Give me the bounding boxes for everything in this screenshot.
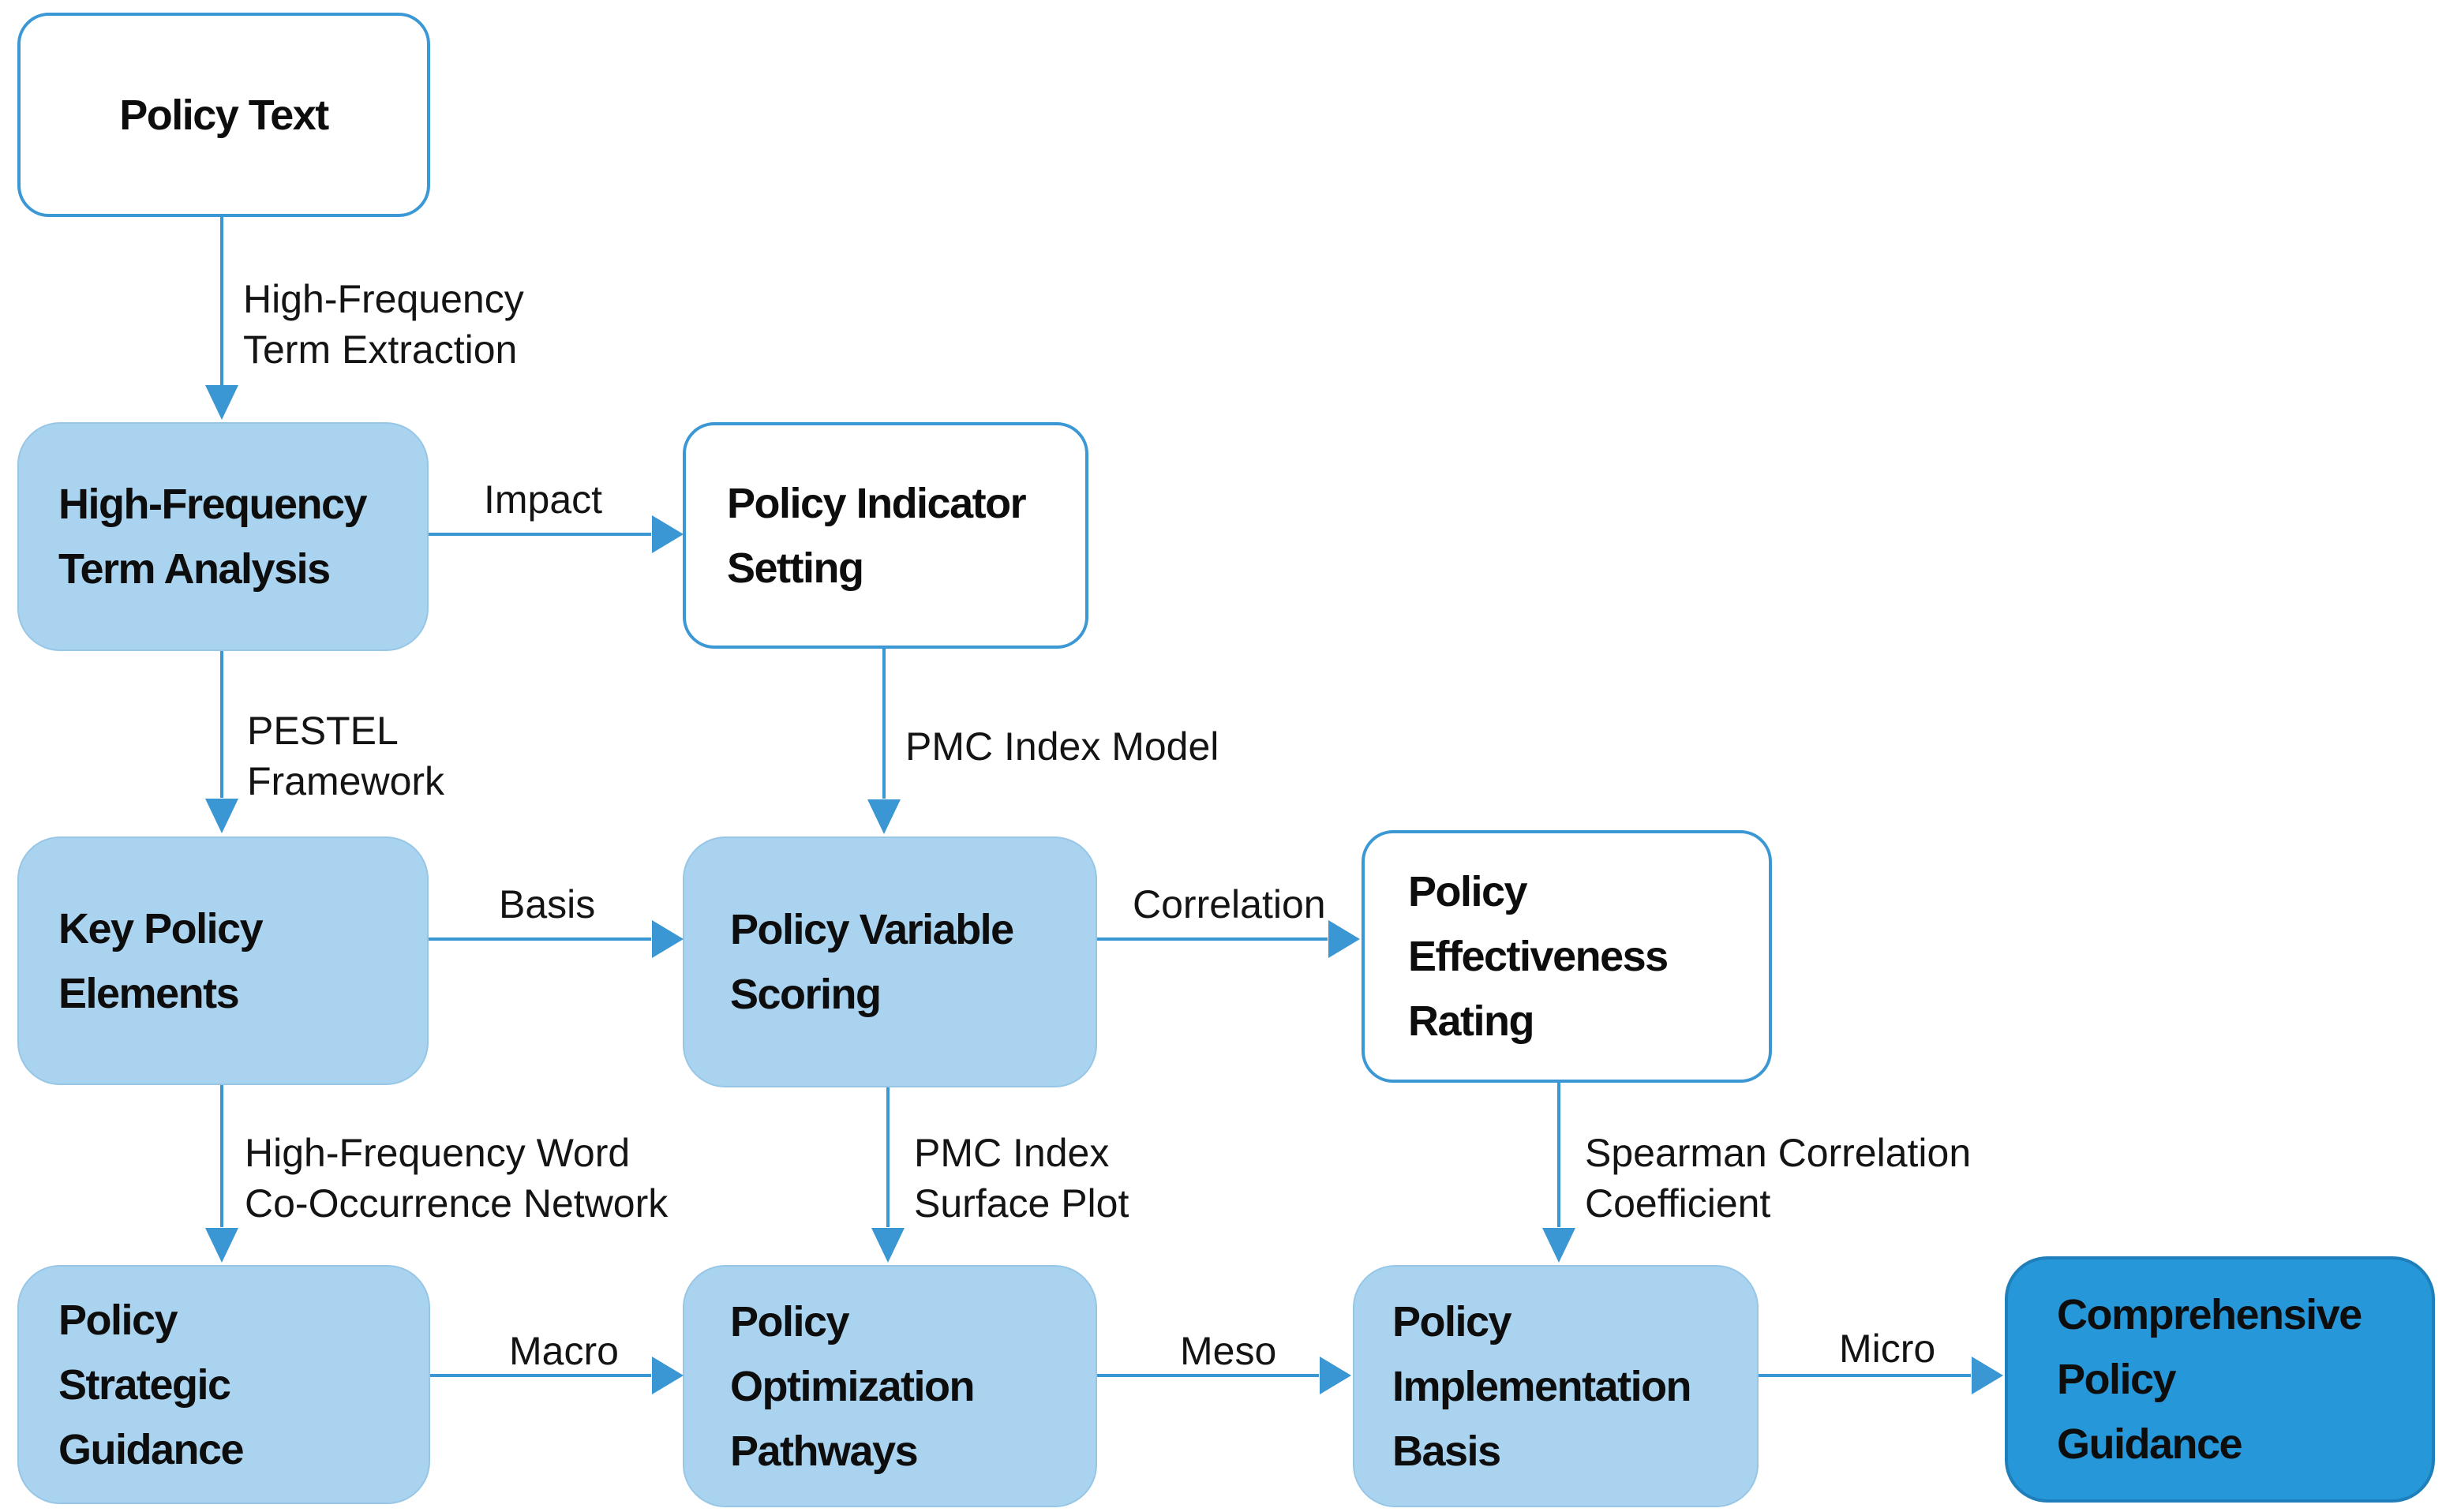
node-comprehensive-guidance: Comprehensive Policy Guidance: [2005, 1256, 2435, 1503]
node-implementation-basis: Policy Implementation Basis: [1353, 1265, 1759, 1507]
edge-keyelements-to-strategicguidance-line: [220, 1085, 223, 1227]
edge-keyelements-to-variablescoring-arrowhead: [652, 920, 684, 958]
edge-effectiveness-to-implementation-arrowhead: [1542, 1228, 1575, 1263]
node-comprehensive-guidance-label: Comprehensive Policy Guidance: [2057, 1291, 2362, 1468]
edge-label-term-extraction: High-Frequency Term Extraction: [243, 277, 524, 372]
edge-label-pestel: PESTEL Framework: [247, 709, 445, 803]
node-term-analysis: High-Frequency Term Analysis: [17, 422, 429, 651]
edge-termanalysis-to-keyelements-arrowhead: [205, 799, 238, 833]
edge-label-impact: Impact: [484, 477, 603, 522]
edge-variablescoring-to-optimization-arrowhead: [871, 1228, 905, 1263]
node-effectiveness-rating: Policy Effectiveness Rating: [1362, 830, 1772, 1083]
edge-implementation-to-comprehensive-line: [1759, 1374, 1971, 1377]
node-strategic-guidance: Policy Strategic Guidance: [17, 1265, 430, 1504]
node-key-elements: Key Policy Elements: [17, 836, 429, 1085]
node-optimization-pathways: Policy Optimization Pathways: [683, 1265, 1097, 1507]
edge-strategicguidance-to-optimization-arrowhead: [652, 1357, 684, 1394]
edge-keyelements-to-variablescoring-line: [429, 938, 651, 941]
node-policy-text: Policy Text: [17, 13, 430, 217]
edge-label-macro: Macro: [509, 1329, 619, 1373]
edge-label-meso: Meso: [1180, 1329, 1277, 1373]
edge-termanalysis-to-indicatorsetting-arrowhead: [652, 515, 684, 553]
edge-label-pmc-surface: PMC Index Surface Plot: [914, 1131, 1129, 1226]
edge-label-basis: Basis: [499, 882, 596, 926]
edge-policytext-to-termanalysis-arrowhead: [205, 385, 238, 420]
edge-variablescoring-to-optimization-line: [886, 1087, 890, 1227]
edge-keyelements-to-strategicguidance-arrowhead: [205, 1228, 238, 1263]
edge-strategicguidance-to-optimization-line: [430, 1374, 651, 1377]
edge-variablescoring-to-effectiveness-line: [1097, 938, 1328, 941]
node-variable-scoring-label: Policy Variable Scoring: [730, 906, 1014, 1018]
edge-implementation-to-comprehensive-arrowhead: [1972, 1357, 2003, 1394]
edge-indicatorsetting-to-variablescoring-arrowhead: [867, 799, 901, 834]
edge-optimization-to-implementation-line: [1097, 1374, 1319, 1377]
node-variable-scoring: Policy Variable Scoring: [683, 836, 1097, 1087]
edge-label-correlation: Correlation: [1133, 882, 1326, 926]
edge-label-micro: Micro: [1839, 1327, 1936, 1371]
edge-termanalysis-to-indicatorsetting-line: [429, 533, 651, 536]
edge-label-pmc-index-model: PMC Index Model: [905, 724, 1219, 769]
edge-label-spearman: Spearman Correlation Coefficient: [1585, 1131, 1972, 1226]
node-indicator-setting-label: Policy Indicator Setting: [727, 479, 1027, 592]
node-implementation-basis-label: Policy Implementation Basis: [1392, 1297, 1692, 1475]
node-policy-text-label: Policy Text: [119, 91, 329, 139]
edge-policytext-to-termanalysis-line: [220, 217, 223, 386]
node-optimization-pathways-label: Policy Optimization Pathways: [730, 1297, 975, 1475]
node-key-elements-label: Key Policy Elements: [58, 904, 264, 1017]
edge-termanalysis-to-keyelements-line: [220, 651, 223, 798]
edge-effectiveness-to-implementation-line: [1557, 1083, 1560, 1227]
node-indicator-setting: Policy Indicator Setting: [683, 422, 1088, 649]
node-strategic-guidance-label: Policy Strategic Guidance: [58, 1296, 245, 1473]
edge-variablescoring-to-effectiveness-arrowhead: [1328, 920, 1360, 958]
node-effectiveness-rating-label: Policy Effectiveness Rating: [1408, 868, 1669, 1045]
edge-label-cooccurrence: High-Frequency Word Co-Occurrence Networ…: [245, 1131, 669, 1226]
node-term-analysis-label: High-Frequency Term Analysis: [58, 481, 368, 593]
edge-indicatorsetting-to-variablescoring-line: [882, 649, 886, 799]
edge-optimization-to-implementation-arrowhead: [1320, 1357, 1351, 1394]
